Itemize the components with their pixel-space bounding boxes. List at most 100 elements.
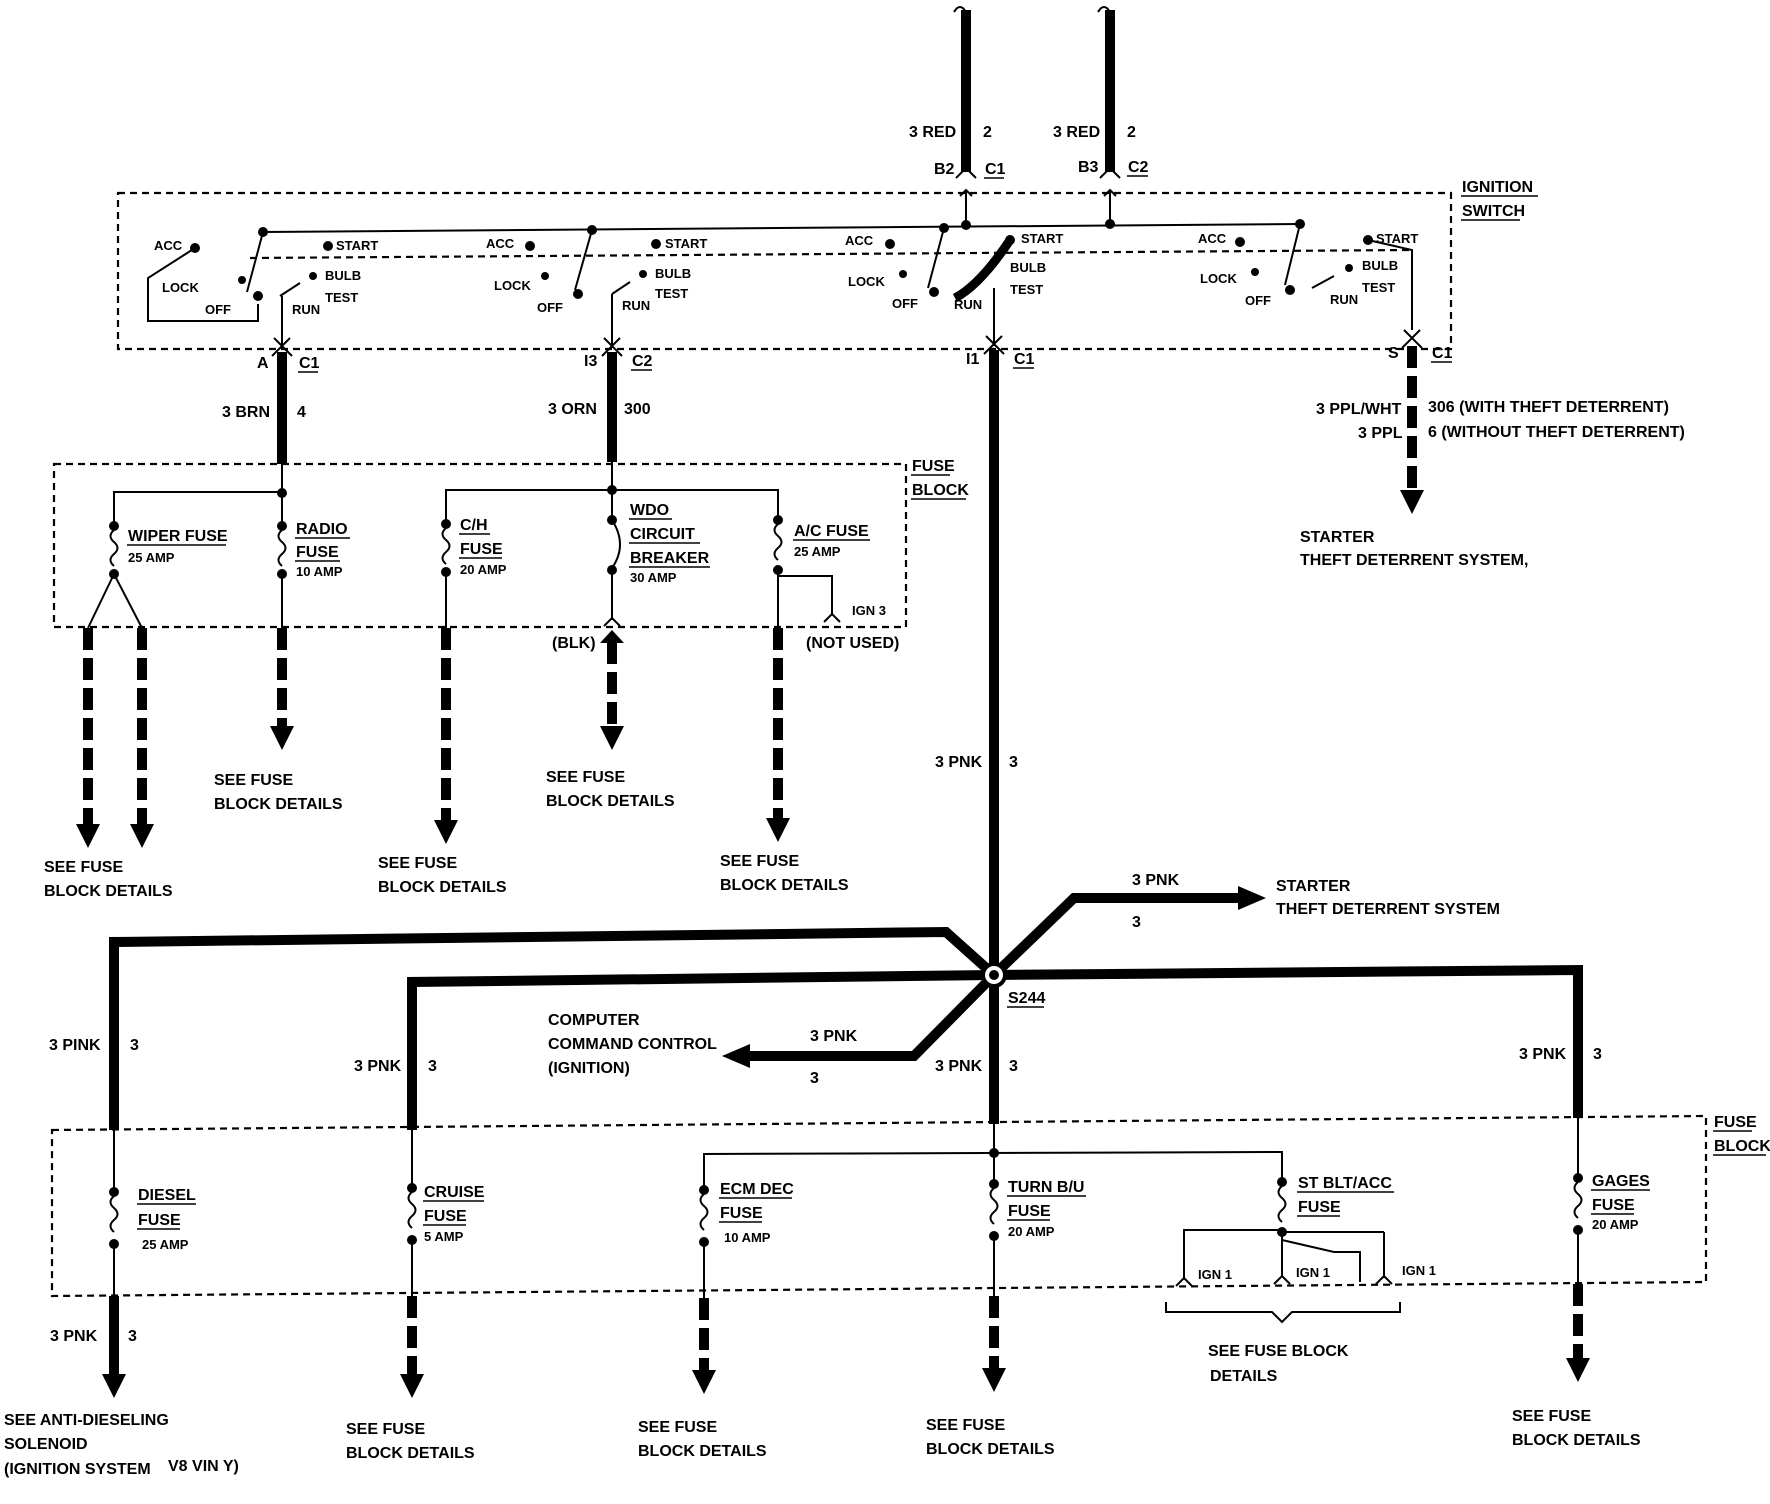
ign3-label: IGN 3 [852,603,886,618]
see-fuse-block-details-2: DETAILS [1210,1368,1278,1385]
radio-fuse-amp: 10 AMP [296,564,343,579]
diesel-dest-3: (IGNITION SYSTEM [4,1461,151,1478]
sw1-run-label: RUN [292,302,320,317]
branch-starter-wire: 3 PNK [1132,872,1180,889]
sw3-off-label: OFF [892,296,918,311]
output-i3-wire: 3 ORN [548,401,597,418]
wdo-circuit-breaker: WDO CIRCUIT BREAKER 30 AMP (BLK) [552,502,710,652]
starter-dest-1: STARTER [1300,529,1375,546]
see-fuse-cruise-2: BLOCK DETAILS [346,1445,475,1462]
ign1-label-1: IGN 1 [1198,1267,1232,1282]
output-a-wire: 3 BRN [222,404,270,421]
sw1-start-label: START [336,238,378,253]
sw4-off-label: OFF [1245,293,1271,308]
output-i1-pnk: I1 C1 3 PNK 3 [935,335,1035,975]
sw1-test-label: TEST [325,290,358,305]
see-fuse-ch: SEE FUSE BLOCK DETAILS [378,855,507,896]
see-fuse-turn-2: BLOCK DETAILS [926,1441,1055,1458]
starter-wire-2: 3 PPL [1358,425,1403,442]
radio-fuse: RADIO FUSE 10 AMP [277,521,350,628]
gages-fuse: GAGES FUSE 20 AMP [1573,1118,1650,1284]
wdo-amp: 30 AMP [630,570,677,585]
output-a-brn: A C1 3 BRN 4 [222,330,320,464]
ecm-fuse-label-1: ECM DEC [720,1181,794,1198]
branch-right-wire: 3 PNK [1519,1046,1567,1063]
sw2-acc-label: ACC [486,236,515,251]
see-fuse-ch-1: SEE FUSE [378,855,457,872]
ac-fuse-label: A/C FUSE [794,523,869,540]
sw2-start-label: START [665,236,707,251]
diesel-dest-4: V8 VIN Y) [168,1458,239,1475]
turn-bu-fuse: TURN B/U FUSE 20 AMP [989,1179,1086,1296]
ecm-fuse-amp: 10 AMP [724,1230,771,1245]
feed-b2-circuit: 2 [983,124,992,141]
see-fuse-block-details-1: SEE FUSE BLOCK [1208,1343,1349,1360]
feed-b2-connector: C1 [985,161,1006,178]
see-fuse-radio: SEE FUSE BLOCK DETAILS [214,772,343,813]
sw4-bulb-label: BULB [1362,258,1398,273]
sw3-bulb-label: BULB [1010,260,1046,275]
turn-fuse-amp: 20 AMP [1008,1224,1055,1239]
output-i3-orn: I3 C2 3 ORN 300 [548,337,653,462]
see-fuse-ecm-2: BLOCK DETAILS [638,1443,767,1460]
starter-circuit-2: 6 (WITHOUT THEFT DETERRENT) [1428,424,1685,441]
top-feed-b2: 3 RED 2 B2 C1 [909,6,1006,179]
diesel-fuse-amp: 25 AMP [142,1237,189,1252]
branch-ccc-dest-3: (IGNITION) [548,1060,630,1077]
top-block-outputs [76,628,790,848]
wdo-blk-label: (BLK) [552,635,596,652]
cruise-fuse-amp: 5 AMP [424,1229,464,1244]
ch-fuse-amp: 20 AMP [460,562,507,577]
see-fuse-wdo-2: BLOCK DETAILS [546,793,675,810]
output-i1-connector: C1 [1014,351,1035,368]
starter-wire-1: 3 PPL/WHT [1316,401,1402,418]
diesel-destination: SEE ANTI-DIESELING SOLENOID (IGNITION SY… [4,1412,239,1478]
output-i3-connector: C2 [632,353,653,370]
feed-b2-pin: B2 [934,161,955,178]
ignition-switch: IGNITION SWITCH ACC LOCK OFF RUN START B… [116,179,1538,351]
fuse-block-bottom: FUSE BLOCK DIESEL FUSE 25 AMP CRUISE FUS… [50,1114,1770,1298]
diesel-output-circuit: 3 [128,1328,137,1345]
branch-ccc-dest-1: COMPUTER [548,1012,640,1029]
wdo-label-2: CIRCUIT [630,526,695,543]
branch-left-outer-wire: 3 PINK [49,1037,101,1054]
branch-starter-circuit: 3 [1132,914,1141,931]
fuse-block-top-title-2: BLOCK [912,482,969,499]
output-s-starter: S C1 3 PPL/WHT 306 (WITH THEFT DETERRENT… [1300,329,1685,569]
branch-center-wire: 3 PNK [935,1058,983,1075]
ac-fuse: A/C FUSE 25 AMP IGN 3 (NOT USED) [773,515,899,652]
see-fuse-wdo-1: SEE FUSE [546,769,625,786]
diesel-dest-2: SOLENOID [4,1436,88,1453]
feed-b3-pin: B3 [1078,159,1099,176]
diesel-dest-1: SEE ANTI-DIESELING [4,1412,169,1429]
output-i3-pin: I3 [584,353,597,370]
sw1-off-label: OFF [205,302,231,317]
turn-fuse-label-1: TURN B/U [1008,1179,1084,1196]
stblt-fuse-label-1: ST BLT/ACC [1298,1175,1392,1192]
branch-center-circuit: 3 [1009,1058,1018,1075]
see-fuse-wiper-2: BLOCK DETAILS [44,883,173,900]
ch-fuse: C/H FUSE 20 AMP [441,517,507,628]
gages-fuse-amp: 20 AMP [1592,1217,1639,1232]
ignition-switch-title-2: SWITCH [1462,203,1525,220]
sw3-acc-label: ACC [845,233,874,248]
see-fuse-radio-1: SEE FUSE [214,772,293,789]
branch-left-outer-circuit: 3 [130,1037,139,1054]
branch-ccc-wire: 3 PNK [810,1028,858,1045]
sw3-test-label: TEST [1010,282,1043,297]
ecm-fuse-label-2: FUSE [720,1205,763,1222]
see-fuse-turn-1: SEE FUSE [926,1417,1005,1434]
diesel-fuse-label-1: DIESEL [138,1187,196,1204]
splice-s244: S244 [109,886,1583,1130]
branch-left-inner-circuit: 3 [428,1058,437,1075]
ch-fuse-label-1: C/H [460,517,488,534]
starter-dest-2: THEFT DETERRENT SYSTEM, [1300,552,1528,569]
ignition-switch-title-1: IGNITION [1462,179,1533,196]
see-fuse-ac: SEE FUSE BLOCK DETAILS [720,853,849,894]
cruise-fuse-label-2: FUSE [424,1208,467,1225]
output-s-connector: C1 [1432,345,1453,362]
ign1-label-3: IGN 1 [1402,1263,1436,1278]
radio-fuse-label-2: FUSE [296,544,339,561]
see-fuse-cruise-1: SEE FUSE [346,1421,425,1438]
